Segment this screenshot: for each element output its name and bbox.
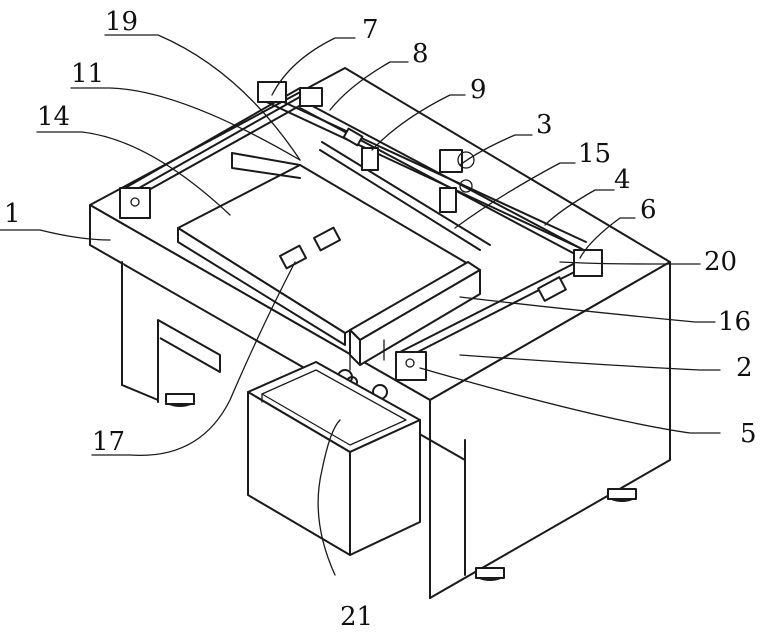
label-3: 3 — [536, 110, 553, 140]
label-6: 6 — [640, 195, 657, 225]
label-19: 19 — [105, 7, 138, 37]
label-8: 8 — [412, 39, 429, 69]
label-5: 5 — [740, 419, 757, 449]
label-1: 1 — [4, 199, 21, 229]
label-16: 16 — [718, 307, 751, 337]
label-20: 20 — [704, 247, 737, 277]
label-4: 4 — [614, 165, 631, 195]
label-15: 15 — [578, 139, 611, 169]
label-17: 17 — [92, 427, 125, 457]
label-9: 9 — [470, 75, 487, 105]
label-21: 21 — [340, 602, 373, 632]
label-11: 11 — [71, 59, 104, 89]
label-7: 7 — [362, 15, 379, 45]
label-14: 14 — [37, 102, 70, 132]
label-2: 2 — [736, 353, 753, 383]
